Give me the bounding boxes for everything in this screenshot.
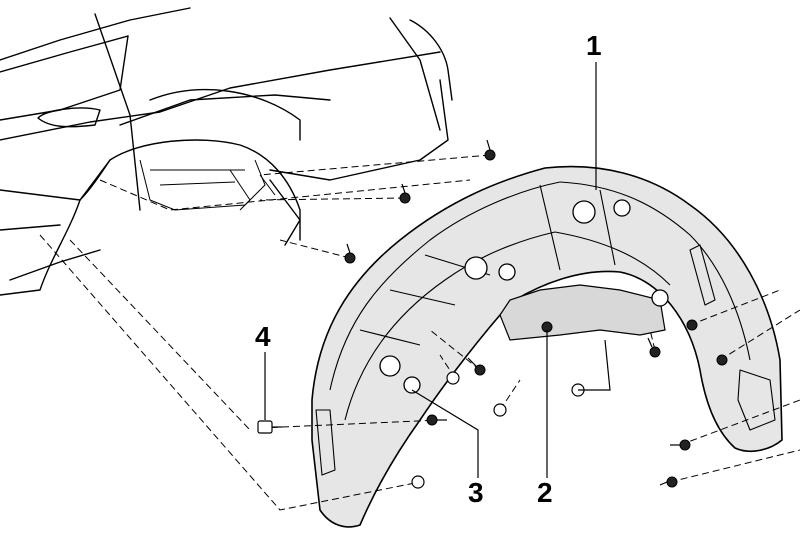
callout-label-4: 4 — [255, 321, 271, 352]
screw-top-1 — [484, 139, 496, 161]
screw-right-4 — [716, 354, 728, 366]
clip-6 — [403, 376, 421, 394]
expanding-rivet — [257, 420, 282, 434]
screw-top-2 — [399, 183, 411, 204]
clip-1 — [572, 200, 596, 224]
leader-3 — [411, 389, 479, 478]
callout-label-3: 3 — [468, 477, 484, 508]
liner-clips — [379, 199, 669, 394]
screw-right-6 — [659, 476, 678, 488]
wheel-housing-liner — [311, 165, 783, 528]
callout-leaders — [264, 62, 611, 478]
clip-2 — [613, 199, 631, 217]
screw-right-2 — [647, 337, 661, 358]
screw-mid-4 — [426, 414, 447, 426]
screw-top-3 — [344, 243, 356, 264]
callout-label-1: 1 — [586, 30, 602, 61]
screw-mid-1 — [467, 357, 486, 376]
car-body-rear-quarter — [0, 7, 453, 296]
assembly-dashed-lines — [39, 154, 800, 511]
clip-4 — [498, 263, 516, 281]
screws — [257, 139, 728, 489]
screw-right-5 — [670, 439, 691, 451]
screw-bottom-1 — [411, 475, 425, 489]
clip-3 — [464, 256, 488, 280]
screw-right-3 — [686, 319, 698, 331]
screw-mid-3 — [493, 403, 507, 417]
callout-label-2: 2 — [537, 477, 553, 508]
screw-mid-2 — [446, 371, 460, 385]
leader-2-branch — [578, 339, 611, 391]
clip-7 — [651, 289, 669, 307]
clip-5 — [379, 355, 401, 377]
